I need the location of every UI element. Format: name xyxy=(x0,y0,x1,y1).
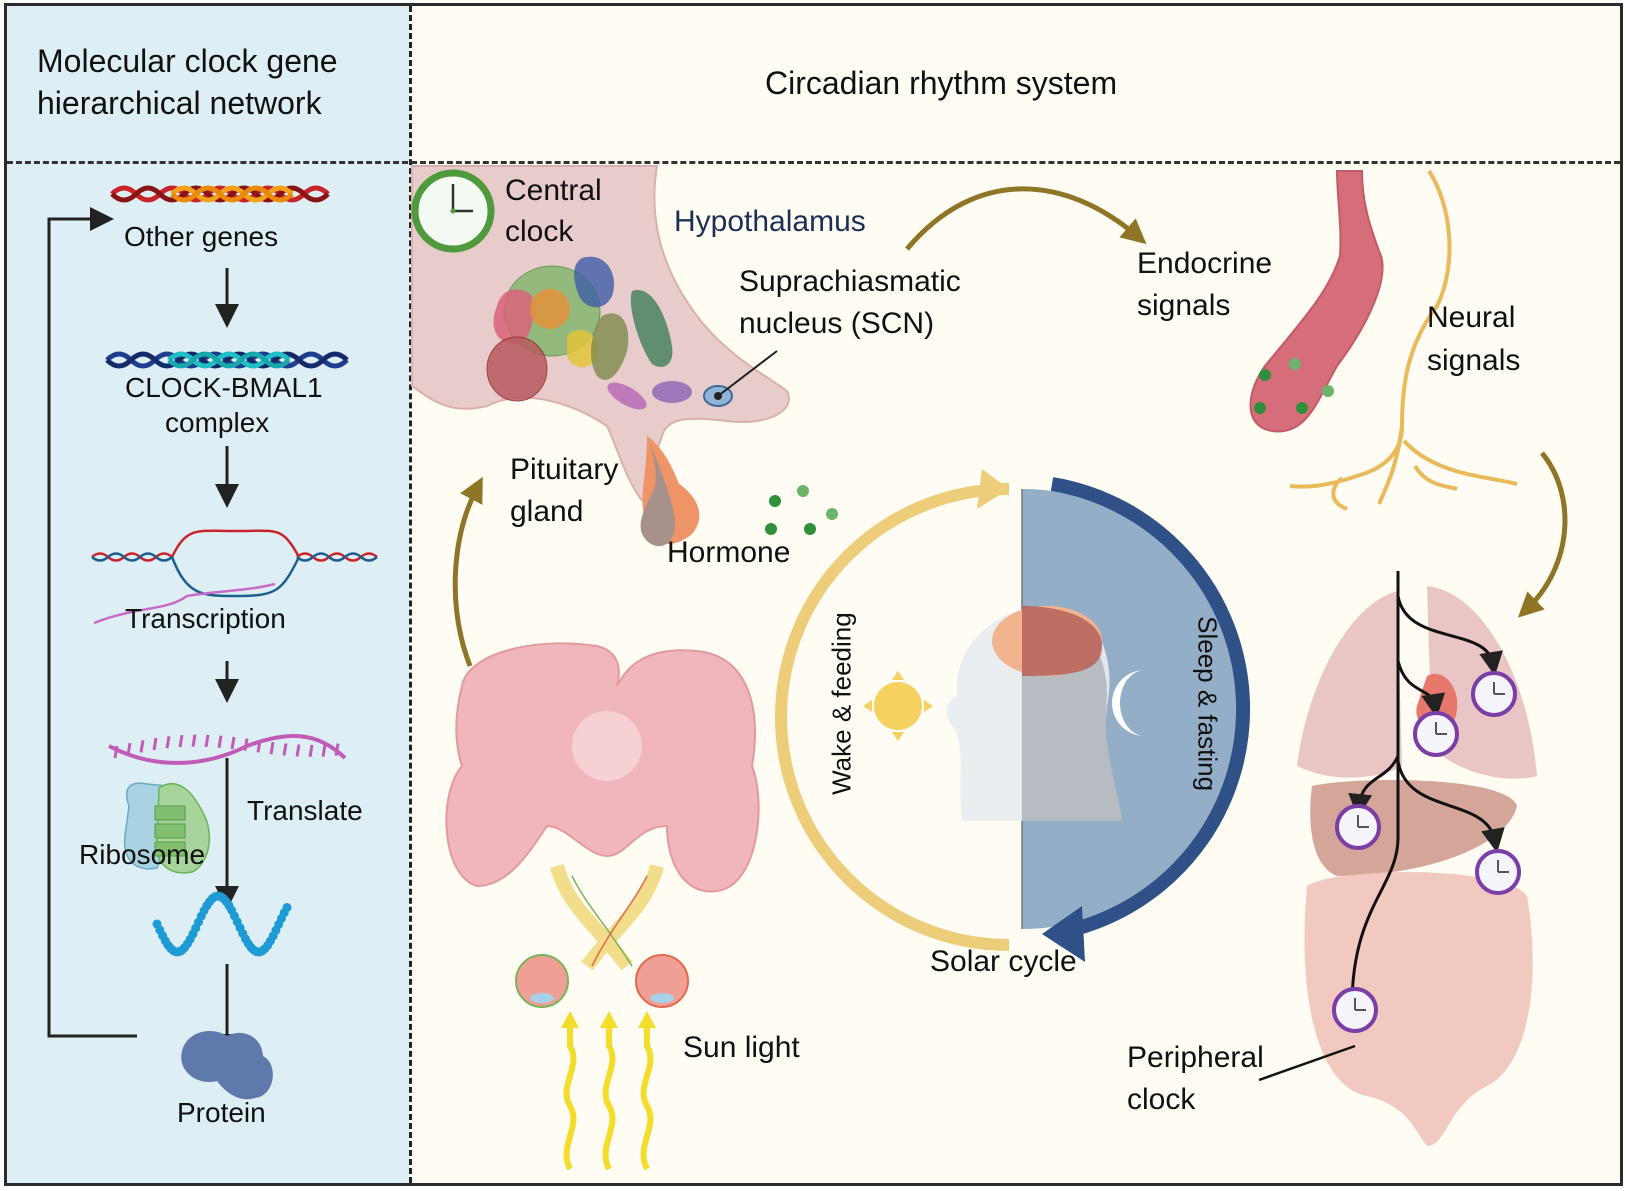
left-panel-title-line1: Molecular clock gene xyxy=(37,43,338,79)
neural-label-line1: Neural xyxy=(1427,301,1516,334)
step-label-clock-bmal1: CLOCK-BMAL1 xyxy=(125,372,323,403)
sun-icon xyxy=(874,682,922,730)
scn-pointer-line xyxy=(717,350,778,397)
sunlight-wave-arrowhead xyxy=(561,1011,579,1028)
feedback-loop-arrow xyxy=(47,207,137,1038)
peripheral-clock-label-line1: Peripheral xyxy=(1127,1041,1264,1074)
peripheral-routing-arrows xyxy=(1340,571,1505,1018)
blood-vessel-endocrine-icon xyxy=(1249,170,1384,433)
arrow-brain-to-pituitary xyxy=(452,476,483,667)
translate-label: Translate xyxy=(247,795,363,826)
transcription-bubble-icon xyxy=(91,529,378,625)
hypothalamus-label: Hypothalamus xyxy=(674,205,866,238)
step-label-transcription: Transcription xyxy=(125,603,286,634)
sunlight-waves-icon xyxy=(561,1011,656,1171)
amino-acid-bead xyxy=(282,903,292,913)
sunlight-wave xyxy=(602,1026,616,1171)
brain-visual-pathway-illustration xyxy=(445,642,760,1008)
figure-frame: Molecular clock gene hierarchical networ… xyxy=(4,3,1623,1186)
step-label-protein: Protein xyxy=(177,1097,266,1128)
central-clock-label-line1: Central xyxy=(505,174,602,207)
ribosome-label: Ribosome xyxy=(79,839,206,870)
diagram-art xyxy=(47,165,1568,1171)
step-label-other-genes: Other genes xyxy=(124,221,279,252)
central-clock-label-line2: clock xyxy=(505,215,574,248)
sunlight-wave-arrowhead xyxy=(600,1011,618,1028)
pituitary-gland-illustration xyxy=(640,436,700,547)
sunlight-wave xyxy=(563,1026,577,1171)
peripheral-clock-pointer xyxy=(1258,1044,1356,1082)
arrow-hypothalamus-to-endocrine xyxy=(905,186,1147,251)
sun-light-label: Sun light xyxy=(683,1031,800,1064)
solar-cycle-label: Solar cycle xyxy=(930,945,1077,978)
left-panel-title-line2: hierarchical network xyxy=(37,85,322,121)
header-divider-horizontal xyxy=(7,161,1620,164)
peripheral-clock-icon xyxy=(1413,711,1459,757)
panel-divider-vertical xyxy=(409,6,412,1183)
neuron-neural-signal-icon xyxy=(1289,169,1518,511)
central-clock-icon xyxy=(411,169,495,253)
sleep-arc xyxy=(1050,477,1251,938)
dna-helix-icon-other-genes xyxy=(110,185,330,203)
right-panel-title: Circadian rhythm system xyxy=(765,65,1118,101)
neural-label-line2: signals xyxy=(1427,344,1521,377)
sunlight-wave xyxy=(640,1026,654,1171)
peripheral-clock-icon xyxy=(1475,849,1521,895)
hypothalamus-illustration xyxy=(411,165,790,509)
wake-arc-arrowhead xyxy=(977,469,1009,509)
endocrine-label-line1: Endocrine xyxy=(1137,247,1273,280)
pituitary-label-line1: Pituitary xyxy=(510,453,619,486)
sleep-arc-arrowhead xyxy=(1042,906,1085,962)
peripheral-clock-label-line2: clock xyxy=(1127,1083,1196,1116)
wake-arc xyxy=(775,483,1010,951)
hormone-label: Hormone xyxy=(667,536,791,569)
polypeptide-chain-icon xyxy=(152,891,292,957)
mrna-strand-icon xyxy=(108,733,347,765)
moon-icon xyxy=(1112,670,1145,736)
sleep-fasting-label: Sleep & fasting xyxy=(1192,616,1223,792)
wake-feeding-label: Wake & feeding xyxy=(826,612,857,795)
step-label-complex: complex xyxy=(165,407,270,438)
protein-blob-icon xyxy=(181,1031,273,1100)
peripheral-clock-icon xyxy=(1332,987,1378,1033)
peripheral-clock-icon xyxy=(1471,671,1517,717)
dna-helix-icon-clock-bmal1 xyxy=(105,351,349,369)
scn-label-line2: nucleus (SCN) xyxy=(739,307,935,340)
pituitary-label-line2: gland xyxy=(510,495,584,528)
peripheral-clock-icon xyxy=(1335,804,1381,850)
endocrine-label-line2: signals xyxy=(1137,289,1231,322)
hormone-dots-icon xyxy=(765,485,838,535)
sunlight-wave-arrowhead xyxy=(638,1011,656,1028)
arrow-signals-to-organs xyxy=(1517,451,1568,618)
ribosome-icon xyxy=(123,782,211,874)
solar-cycle-diagram xyxy=(775,469,1251,962)
scn-label-line1: Suprachiasmatic xyxy=(739,265,961,298)
